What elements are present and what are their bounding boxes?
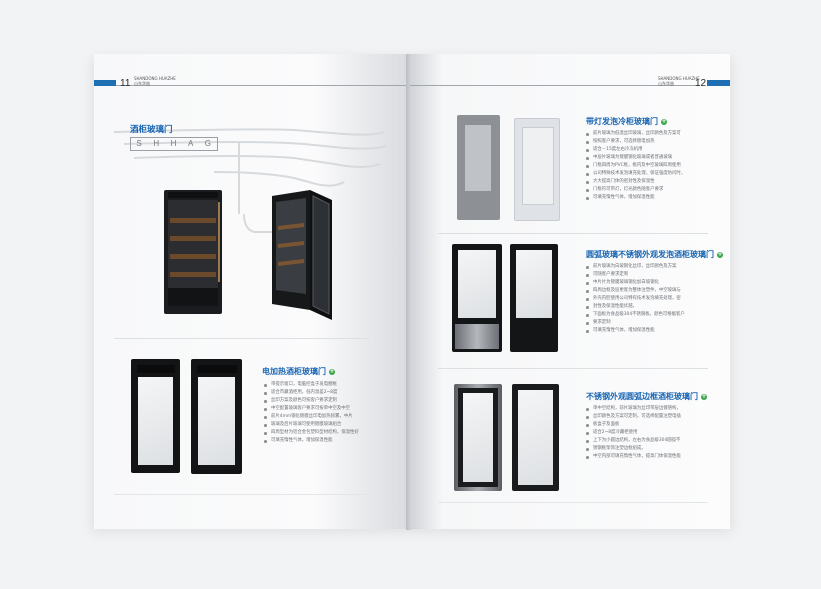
header-rule: [116, 85, 409, 86]
header-brand-en: SHANDONG HUAZHE: [134, 76, 176, 81]
led-door-image-1: [457, 115, 500, 220]
list-item: 可随客户要求定制: [586, 271, 685, 279]
list-item: 门框符可带灯，灯光颜色随客户要求: [586, 186, 685, 194]
header-accent-bar: [707, 80, 730, 86]
stainless-door-feature-list: 单中空结构，前片玻璃为丝印带层边镀铬构， 丝印颜色及方案可定制，可选择配置注塑电…: [586, 405, 681, 461]
arc-glass-door-feature-list: 前片玻璃为白玻钢化丝印，丝印颜色及方案 可随客户要求定制 中片片为镀膜玻璃钢化加…: [586, 263, 685, 335]
list-item: 单中空结构，前片玻璃为丝印带层边镀铬构，: [586, 405, 681, 413]
section-divider: [438, 233, 708, 234]
heated-door-feature-list: 带提示窗口，电脑控盒子发电圈框 适合市藏酒柜用，低内温差2~8度 丝印方案及颜色…: [264, 381, 359, 445]
section-title-stainless-door: 不锈钢外观圆弧边框酒柜玻璃门+: [586, 391, 707, 402]
brand-logo: S H H A G: [130, 137, 218, 151]
list-item: 按照客户要求，可选择镀电加热: [586, 138, 685, 146]
led-door-feature-list: 前片玻璃为低温丝印玻璃，丝印颜色及方案可 按照客户要求，可选择镀电加热 适合－1…: [586, 130, 685, 202]
logo-letter: G: [204, 139, 213, 148]
list-item: 下面板为食品级304不锈钢板，颜色可根据客户: [586, 311, 685, 319]
section-title-text: 不锈钢外观圆弧边框酒柜玻璃门: [586, 392, 698, 401]
section-title-wine-cabinet-door: 酒柜玻璃门: [130, 125, 173, 135]
list-item: 前片玻璃为低温丝印玻璃，丝印颜色及方案可: [586, 130, 685, 138]
section-title-led-door: 带灯发泡冷柜玻璃门+: [586, 116, 667, 127]
plus-icon: +: [661, 117, 667, 125]
list-item: 板盒子及面板: [586, 421, 681, 429]
logo-letter: A: [188, 139, 195, 148]
list-item: 中层片玻璃为镀膜钢化玻璃或者普通玻璃: [586, 154, 685, 162]
heated-door-image-1: [131, 359, 180, 473]
list-item: 丝印颜色及方案可定制，可选择配置注塑电插: [586, 413, 681, 421]
list-item: 四周边框及层更客为整体注塑件，中空玻璃与: [586, 287, 685, 295]
list-item: 带提示窗口，电脑控盒子发电圈框: [264, 381, 359, 389]
arc-glass-door-image-2: [510, 244, 558, 352]
list-item: 中片片为镀膜玻璃钢化加白玻钢化: [586, 279, 685, 287]
footer-rule: [438, 502, 708, 503]
list-item: 丝印方案及颜色可按客户要求定制: [264, 397, 359, 405]
list-item: 前片玻璃为白玻钢化丝印，丝印颜色及方案: [586, 263, 685, 271]
footer-rule: [114, 494, 369, 495]
section-title-heated-door: 电加热酒柜玻璃门+: [262, 366, 335, 377]
decorative-line-art: [113, 128, 387, 233]
list-item: 中空内部可填充惰性气体，提高门体保温性能: [586, 453, 681, 461]
list-item: 前片4mm钢化镀膜丝印电加热除雾，中片: [264, 413, 359, 421]
list-item: 外壳内腔使用公司特有技术发泡填充处理，密: [586, 295, 685, 303]
stainless-door-image-2: [512, 384, 559, 491]
plus-icon: +: [717, 250, 723, 258]
list-item: 适合市藏酒柜用，低内温差2~8度: [264, 389, 359, 397]
page-number: 11: [120, 78, 131, 89]
list-item: 可填充惰性气体，增加保温性能: [586, 194, 685, 202]
list-item: 门框四周为PVC框，框内及中空玻璃四周使用: [586, 162, 685, 170]
list-item: 上下为小圆边结构，左右为食品级304圆弧不: [586, 437, 681, 445]
header-brand-cn: 山东华喆: [134, 81, 150, 86]
header-brand-cn: 山东华喆: [658, 81, 674, 86]
list-item: 公司特殊技术发泡填充处理，保证强度防问时，: [586, 170, 685, 178]
list-item: 锈钢框架饰注塑边框组成。: [586, 445, 681, 453]
logo-letter: H: [170, 139, 178, 148]
logo-letter: H: [153, 139, 161, 148]
list-item: 四周型材为铝合金包塑料型材结构，保温性好: [264, 429, 359, 437]
plus-icon: +: [329, 367, 335, 375]
logo-letter: S: [136, 139, 143, 148]
led-door-image-2: [514, 118, 560, 221]
list-item: 封性及保温性能优越。: [586, 303, 685, 311]
section-title-text: 带灯发泡冷柜玻璃门: [586, 117, 658, 126]
wine-cabinet-closed-image: [164, 190, 222, 314]
page-number: 12: [695, 78, 707, 89]
section-title-text: 圆弧玻璃不锈钢外观发泡酒柜玻璃门: [586, 250, 714, 259]
stainless-door-image-1: [454, 384, 502, 491]
header-brand-en: SHANDONG HUAZHE: [658, 76, 700, 81]
list-item: 要求定制: [586, 319, 685, 327]
list-item: 适合－15度左右冷冻机用: [586, 146, 685, 154]
list-item: 大大提高门体的密封性及保温性: [586, 178, 685, 186]
section-title-arc-glass-door: 圆弧玻璃不锈钢外观发泡酒柜玻璃门+: [586, 249, 723, 260]
heated-door-image-2: [191, 359, 242, 474]
wine-cabinet-open-image: [272, 190, 332, 320]
list-item: 玻璃及后片玻璃可使用镀膜玻璃组合: [264, 421, 359, 429]
section-divider: [114, 338, 369, 339]
list-item: 中空配置玻璃客户要求可按单中空及中空: [264, 405, 359, 413]
list-item: 可填充惰性气体，增加保温性能: [586, 327, 685, 335]
header-accent-bar: [94, 80, 116, 86]
section-title-text: 电加热酒柜玻璃门: [262, 367, 326, 376]
plus-icon: +: [701, 392, 707, 400]
left-page: 11 SHANDONG HUAZHE 山东华喆 酒柜玻璃门 S H H A G: [94, 54, 409, 529]
section-divider: [438, 368, 708, 369]
list-item: 适合2~8度冷藏柜使用: [586, 429, 681, 437]
right-page: 12 SHANDONG HUAZHE 山东华喆 带灯发泡冷柜玻璃门+ 前片玻璃为…: [410, 54, 730, 529]
arc-glass-door-image-1: [452, 244, 502, 352]
list-item: 可填充惰性气体，增加保温性能: [264, 437, 359, 445]
header-rule: [410, 85, 700, 86]
